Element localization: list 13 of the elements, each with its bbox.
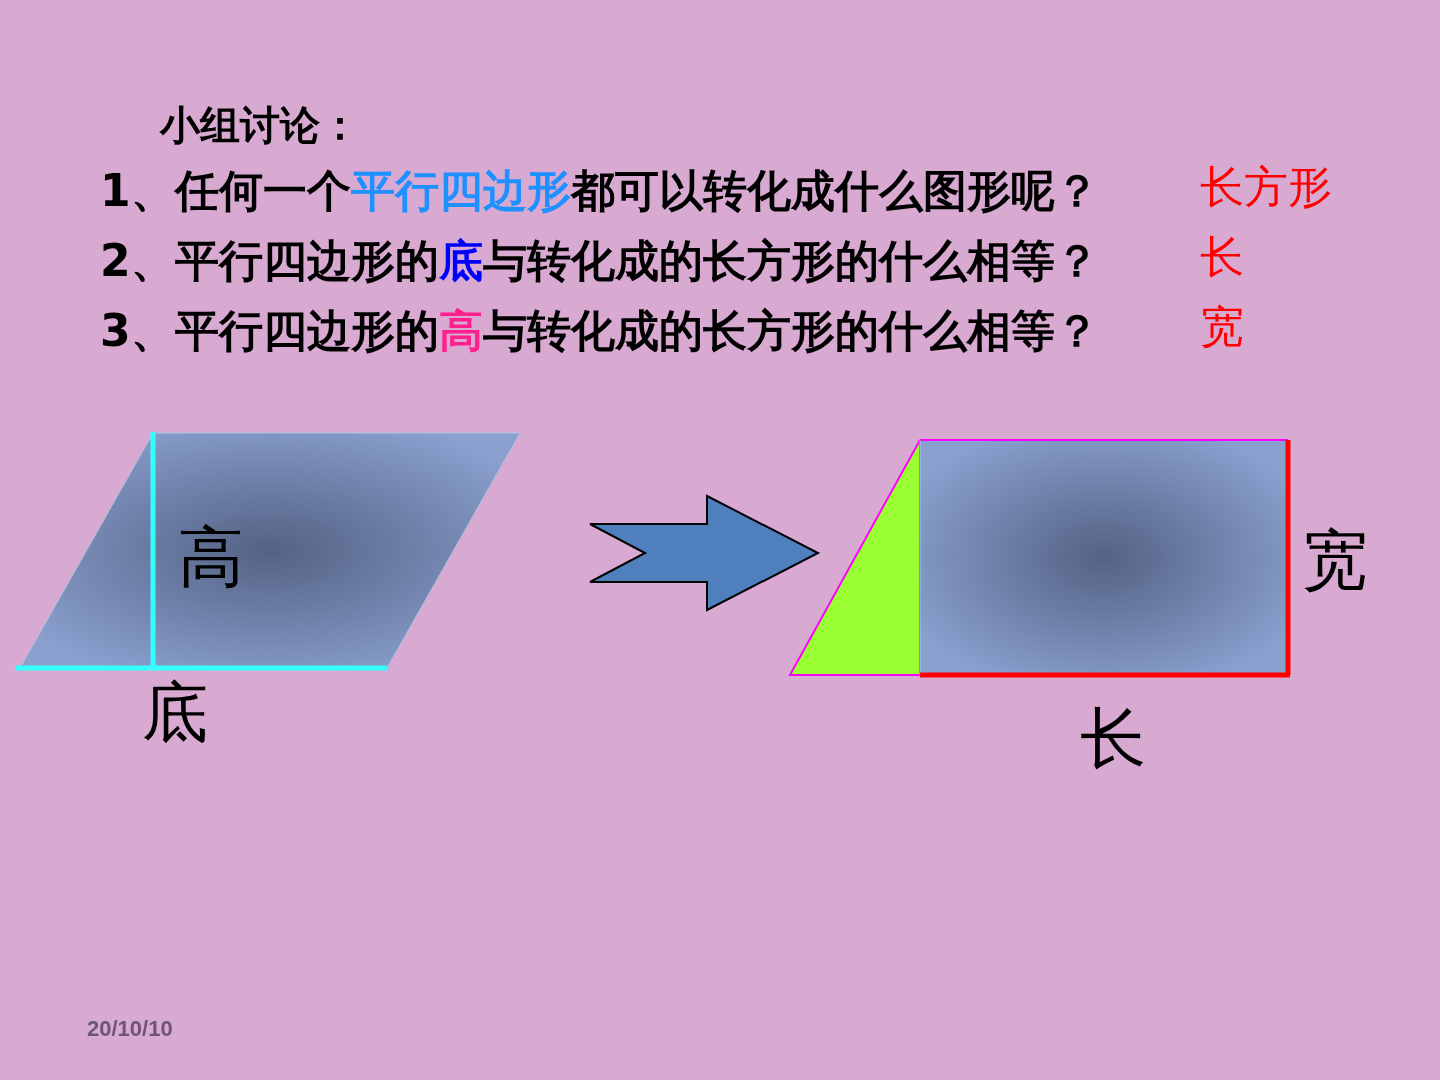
side-label: 宽 [1302, 528, 1368, 594]
question: 2、平行四边形的底与转化成的长方形的什么相等？ [100, 234, 1099, 288]
heading: 小组讨论： [160, 101, 360, 150]
question: 1、任何一个平行四边形都可以转化成什么图形呢？ [100, 164, 1099, 218]
answer: 长方形 [1200, 160, 1332, 214]
shape-label: 高 [178, 525, 244, 591]
date: 20/10/10 [87, 1016, 173, 1042]
answer: 长 [1200, 230, 1244, 284]
answer: 宽 [1200, 300, 1244, 354]
block-arrow [589, 494, 821, 612]
side-label: 长 [1080, 706, 1146, 772]
side-label: 底 [142, 680, 208, 746]
question: 3、平行四边形的高与转化成的长方形的什么相等？ [100, 304, 1099, 358]
